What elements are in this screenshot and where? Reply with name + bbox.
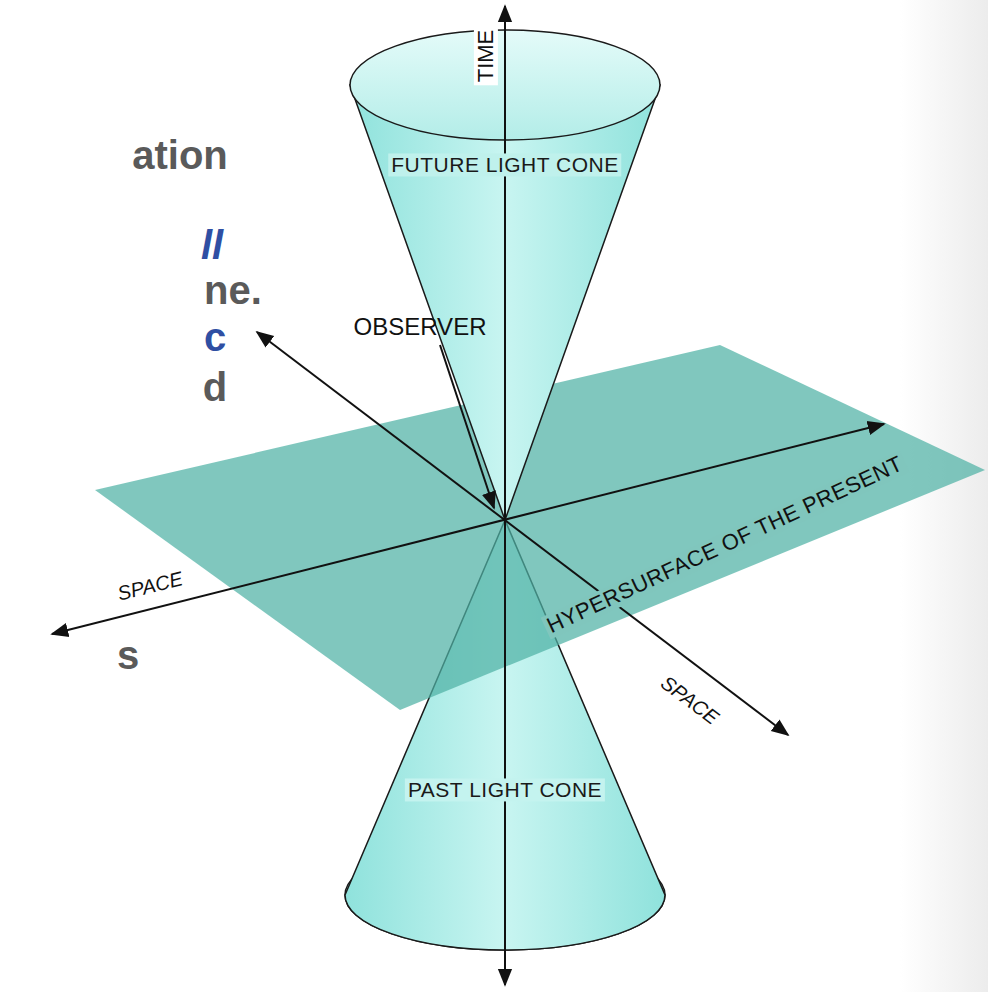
node-outline	[345, 28, 665, 523]
text-holder: PAST LIGHT CONE	[405, 778, 605, 801]
axis-label: SPACE	[112, 567, 188, 606]
past-light-cone: PAST LIGHT CONE	[340, 515, 670, 955]
text-holder: HYPERSURFACE OF THE PRESENT	[541, 450, 910, 639]
node-label: PAST LIGHT CONE	[405, 778, 605, 801]
slide-text: d	[200, 365, 230, 409]
axis-label: TIME	[474, 27, 498, 86]
text-holder: ll	[198, 223, 226, 267]
slide-text: ne.	[201, 268, 265, 312]
node-outline	[340, 515, 670, 955]
slide-text: ation	[129, 133, 231, 177]
cone-rim	[350, 30, 660, 140]
axis-label: SPACE	[654, 669, 725, 730]
text-holder: c	[201, 315, 229, 359]
cone-side	[350, 85, 660, 520]
text-holder: TIME	[474, 27, 498, 86]
text-holder: d	[200, 365, 230, 409]
slide-text: ll	[198, 223, 226, 267]
text-holder: SPACE	[654, 669, 725, 730]
slide-text: s	[114, 633, 142, 677]
cone-side	[345, 520, 665, 950]
node-label: FUTURE LIGHT CONE	[388, 153, 621, 176]
text-holder: ne.	[201, 268, 265, 312]
slide-text: c	[201, 315, 229, 359]
observer-label: OBSERVER	[351, 314, 490, 340]
observer-leader	[440, 345, 494, 508]
text-holder: ation	[129, 133, 231, 177]
text-holder: FUTURE LIGHT CONE	[388, 153, 621, 176]
text-holder: s	[114, 633, 142, 677]
cone-rim	[345, 840, 665, 950]
text-holder: SPACE	[112, 567, 188, 606]
text-holder: OBSERVER	[351, 314, 490, 340]
plane-surface	[95, 345, 985, 710]
future-light-cone: FUTURE LIGHT CONE	[345, 28, 665, 523]
node-label: HYPERSURFACE OF THE PRESENT	[541, 450, 910, 639]
space-axis	[257, 332, 788, 735]
